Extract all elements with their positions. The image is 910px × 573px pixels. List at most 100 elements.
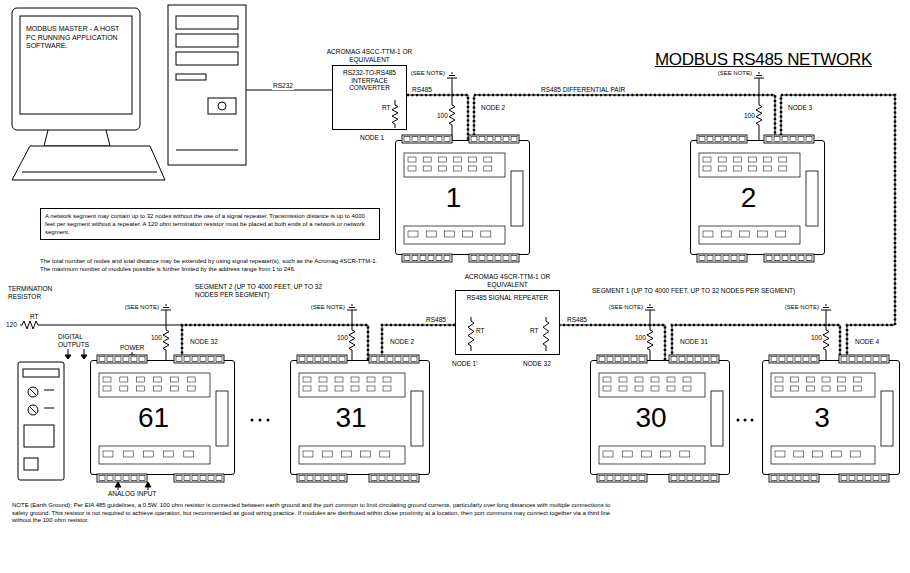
- module-led: [838, 386, 846, 391]
- terminal: [123, 476, 129, 481]
- annotation: RT: [382, 104, 391, 112]
- module-led: [187, 377, 195, 382]
- ground-resistor: [447, 73, 457, 140]
- module-panel: [599, 446, 705, 464]
- module-led: [426, 231, 436, 237]
- ground-resistor: [754, 73, 764, 140]
- module-led: [469, 157, 477, 162]
- module-led: [703, 166, 711, 171]
- module-led: [484, 157, 492, 162]
- module-led: [103, 386, 111, 391]
- annotation: SEGMENT 1 (UP TO 4000 FEET, UP TO 32 NOD…: [592, 287, 795, 295]
- resistor-symbol: [468, 317, 474, 351]
- module-led: [335, 386, 343, 391]
- terminal: [412, 137, 418, 142]
- module-panel: [699, 226, 800, 244]
- terminal: [766, 137, 772, 142]
- module-led: [683, 386, 691, 391]
- terminal: [806, 256, 812, 261]
- module-panel: [99, 373, 210, 397]
- terminal-block: [839, 355, 889, 363]
- terminal: [428, 256, 434, 261]
- terminal: [623, 476, 629, 481]
- terminal: [404, 137, 410, 142]
- wire: [474, 95, 775, 140]
- module-led: [164, 451, 174, 457]
- node-address: NODE 2: [481, 104, 505, 112]
- terminal: [371, 476, 377, 481]
- ground-symbol: [347, 305, 357, 310]
- module-led: [408, 231, 418, 237]
- modbus-module: 2: [690, 140, 825, 255]
- signal-repeater: ACROMAG 4SCR-TTM-1 OR EQUIVALENTRS485 SI…: [455, 290, 560, 355]
- module-panel: [404, 153, 505, 177]
- module-led: [438, 166, 446, 171]
- wire: [407, 95, 468, 140]
- module-led: [120, 377, 128, 382]
- terminal-block: [597, 355, 647, 363]
- module-panel: [599, 373, 705, 397]
- resistor-value: 120: [6, 321, 17, 329]
- terminal: [806, 137, 812, 142]
- terminal: [379, 476, 385, 481]
- terminal: [881, 357, 887, 362]
- node-address: NODE 32: [190, 338, 218, 346]
- module-led: [303, 377, 311, 382]
- din-clip: [881, 391, 893, 446]
- terminal-block: [769, 355, 819, 363]
- terminal: [299, 476, 305, 481]
- modbus-module: 3: [762, 360, 900, 475]
- terminal: [731, 137, 737, 142]
- ground-symbol: [645, 305, 655, 310]
- terminal-block: [369, 355, 419, 363]
- pc-tower: [168, 5, 246, 165]
- terminal-block: [669, 355, 719, 363]
- module-led: [764, 157, 772, 162]
- terminal: [639, 476, 645, 481]
- annotation: NOTE (Earth Ground): Per EIA 485 guideli…: [12, 502, 622, 525]
- module-led: [137, 386, 145, 391]
- module-led: [184, 451, 194, 457]
- terminal: [811, 476, 817, 481]
- ground-symbol: [754, 73, 764, 78]
- device-heading: ACROMAG 4SCC-TTM-1 OR EQUIVALENT: [325, 48, 414, 63]
- annotation: SEGMENT 2 (UP TO 4000 FEET, UP TO 32 NOD…: [195, 283, 330, 299]
- module-led: [383, 377, 391, 382]
- module-led: [775, 377, 783, 382]
- terminal: [115, 476, 121, 481]
- module-led: [749, 157, 757, 162]
- wire-label: RS232: [272, 82, 294, 90]
- terminal: [803, 357, 809, 362]
- host-pc: MODBUS MASTER - A HOST PC RUNNING APPLIC…: [10, 5, 246, 185]
- terminal-block: [597, 474, 647, 482]
- module-led: [484, 166, 492, 171]
- module-led: [791, 377, 799, 382]
- terminal: [331, 476, 337, 481]
- module-led: [367, 377, 375, 382]
- module-led: [444, 231, 454, 237]
- pc-monitor: [12, 8, 165, 180]
- module-led: [764, 166, 772, 171]
- module-led: [319, 377, 327, 382]
- twisted-pair: [474, 95, 775, 140]
- terminal: [615, 357, 621, 362]
- terminal: [216, 476, 222, 481]
- module-led: [822, 386, 830, 391]
- terminal: [771, 357, 777, 362]
- terminal: [731, 256, 737, 261]
- terminal: [599, 357, 605, 362]
- resistor-value: 100: [811, 334, 822, 342]
- terminal: [774, 137, 780, 142]
- module-led: [423, 157, 431, 162]
- terminal: [795, 476, 801, 481]
- terminal: [715, 256, 721, 261]
- module-led: [749, 166, 757, 171]
- module-art: [763, 361, 901, 476]
- screen-text: MODBUS MASTER - A HOST PC RUNNING APPLIC…: [26, 25, 126, 51]
- terminal: [444, 256, 450, 261]
- terminal: [639, 357, 645, 362]
- modbus-module: 30: [590, 360, 730, 475]
- module-panel: [771, 446, 875, 464]
